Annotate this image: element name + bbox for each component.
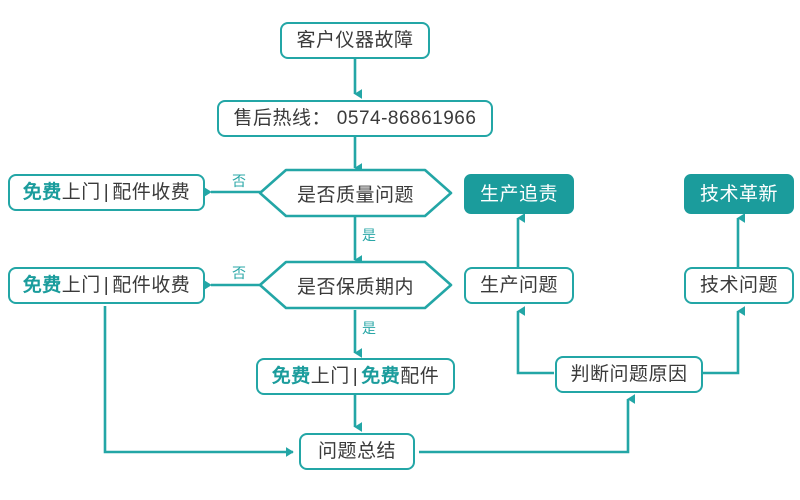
edge-label-warranty-yes: 是 [362, 320, 376, 336]
node-production-issue-label: 生产问题 [479, 275, 558, 296]
edge-label-quality-yes: 是 [362, 227, 376, 243]
outcome-paid-1-sep: | [103, 182, 110, 203]
edge-analyze-to-technical [702, 306, 745, 375]
node-summary[interactable]: 问题总结 [299, 433, 415, 470]
node-production-issue[interactable]: 生产问题 [464, 267, 574, 304]
outcome-paid-1-rest: 上门 [61, 182, 101, 203]
outcome-paid-2-rest: 上门 [61, 275, 101, 296]
node-technical-innovation-label: 技术革新 [699, 183, 778, 205]
outcome-free-sep: | [352, 366, 359, 387]
node-technical-innovation[interactable]: 技术革新 [684, 174, 794, 214]
outcome-paid-2-free: 免费 [22, 275, 62, 296]
outcome-paid-1-tail: 配件收费 [112, 182, 191, 203]
node-production-accountability[interactable]: 生产追责 [464, 174, 574, 214]
node-technical-issue-label: 技术问题 [699, 275, 778, 296]
outcome-paid-2-tail: 配件收费 [112, 275, 191, 296]
node-start[interactable]: 客户仪器故障 [280, 22, 430, 59]
node-decision-warranty-label: 是否保质期内 [296, 276, 414, 298]
edge-paid2-to-summary [103, 306, 294, 457]
outcome-free-rest-1: 上门 [310, 366, 350, 387]
node-decision-quality-label: 是否质量问题 [296, 184, 414, 206]
node-decision-quality[interactable]: 是否质量问题 [258, 168, 453, 218]
node-analyze-cause[interactable]: 判断问题原因 [555, 356, 703, 393]
edge-label-warranty-no: 否 [232, 265, 246, 281]
node-technical-issue[interactable]: 技术问题 [684, 267, 794, 304]
node-decision-warranty[interactable]: 是否保质期内 [258, 260, 453, 310]
node-summary-label: 问题总结 [317, 441, 396, 462]
edge-label-quality-no: 否 [232, 173, 246, 189]
node-hotline[interactable]: 售后热线： 0574-86861966 [217, 100, 493, 137]
node-production-accountability-label: 生产追责 [479, 183, 558, 205]
edge-analyze-to-production [516, 306, 554, 375]
node-outcome-paid-2[interactable]: 免费上门|配件收费 [8, 267, 205, 304]
outcome-free-rest-2: 配件 [400, 366, 440, 387]
outcome-paid-2-sep: | [103, 275, 110, 296]
node-outcome-paid-1[interactable]: 免费上门|配件收费 [8, 174, 205, 211]
node-hotline-label: 售后热线： 0574-86861966 [233, 108, 477, 129]
node-outcome-free[interactable]: 免费上门|免费配件 [256, 358, 455, 395]
node-analyze-cause-label: 判断问题原因 [570, 364, 688, 385]
outcome-free-free-1: 免费 [271, 366, 311, 387]
outcome-paid-1-free: 免费 [22, 182, 62, 203]
outcome-free-free-2: 免费 [361, 366, 401, 387]
edge-summary-to-analyze [419, 394, 635, 454]
node-start-label: 客户仪器故障 [296, 30, 414, 51]
